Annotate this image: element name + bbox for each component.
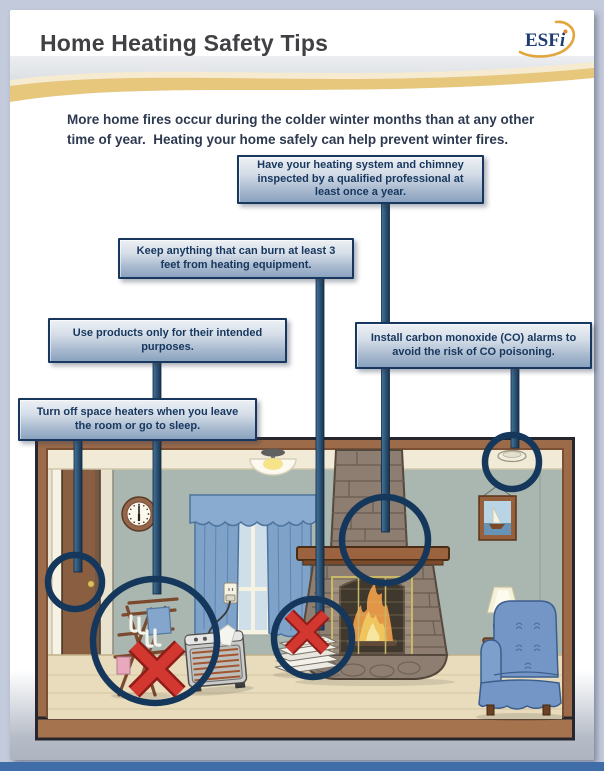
red-x-newspapers — [284, 609, 330, 655]
page-title: Home Heating Safety Tips — [40, 30, 329, 56]
connector-purpose — [152, 357, 162, 595]
highlight-circle-newspapers — [270, 595, 356, 681]
callout-install-co-alarms-text: Install carbon monoxide (CO) alarms to a… — [370, 331, 577, 358]
callout-keep-burnables-away: Keep anything that can burn at least 3 f… — [118, 238, 354, 279]
callout-inspect-heating-text: Have your heating system and chimney ins… — [257, 158, 464, 199]
red-x-heater — [128, 640, 186, 698]
highlight-circle-co-alarm — [481, 431, 543, 493]
ceiling-light — [249, 448, 297, 476]
poster-page: Home Heating Safety Tips ESFi More home … — [10, 10, 594, 760]
callout-keep-burnables-away-text: Keep anything that can burn at least 3 f… — [136, 244, 336, 271]
highlight-circle-chimney — [338, 493, 432, 587]
esfi-logo: ESFi — [518, 20, 576, 58]
sock-on-heater — [215, 624, 236, 647]
logo-swoosh — [518, 20, 576, 58]
callout-install-co-alarms: Install carbon monoxide (CO) alarms to a… — [355, 322, 592, 369]
callout-turn-off-heaters: Turn off space heaters when you leave th… — [18, 398, 257, 441]
highlight-circle-heater — [89, 575, 221, 707]
logo-i-dot — [563, 29, 568, 34]
bottom-band — [0, 762, 604, 771]
callout-inspect-heating: Have your heating system and chimney ins… — [237, 155, 484, 204]
wall-clock — [121, 496, 157, 532]
co-alarm — [497, 449, 527, 463]
armchair — [476, 600, 566, 721]
callout-intended-purposes-text: Use products only for their intended pur… — [72, 326, 263, 353]
living-room — [35, 437, 575, 741]
intro-paragraph: More home fires occur during the colder … — [67, 110, 534, 150]
room-scene — [35, 199, 575, 741]
ceiling — [48, 450, 562, 469]
intro-line-2: time of year. Heating your home safely c… — [67, 132, 509, 147]
intro-line-1: More home fires occur during the colder … — [67, 112, 535, 127]
svg-text:ESFi: ESFi — [525, 30, 566, 51]
highlight-circle-door — [44, 551, 106, 613]
wave-divider — [10, 56, 594, 114]
connector-turnoff — [73, 435, 83, 573]
window-curtains — [189, 494, 317, 638]
power-outlet — [207, 582, 238, 636]
callout-intended-purposes: Use products only for their intended pur… — [48, 318, 287, 363]
connector-keep — [315, 275, 325, 631]
callout-turn-off-heaters-text: Turn off space heaters when you leave th… — [36, 405, 239, 432]
